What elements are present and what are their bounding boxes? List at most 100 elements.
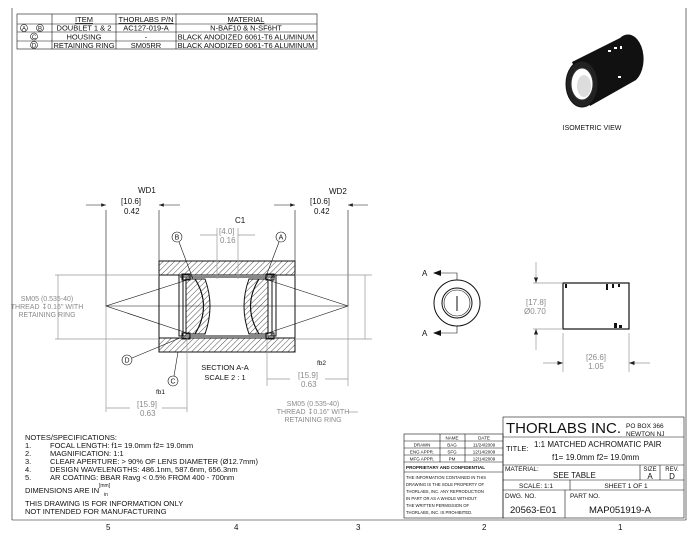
proprietary-text: THORLABS, INC. ANY REPRODUCTION: [406, 489, 484, 494]
bom-header-material: MATERIAL: [228, 15, 265, 24]
disclaimer-1: THIS DRAWING IS FOR INFORMATION ONLY: [25, 499, 183, 508]
balloon-b: [171, 231, 183, 243]
wd2-in: 0.42: [314, 207, 330, 216]
balloon-d: D: [32, 44, 37, 50]
fb2-label: fb2: [317, 360, 326, 367]
bom-header-item: ITEM: [75, 15, 93, 24]
dim-unit-in: in: [104, 492, 108, 498]
zone-1: 1: [618, 523, 623, 532]
bom-item: DOUBLET 1 & 2: [57, 24, 112, 33]
approvals-header-date: DATE: [478, 436, 490, 441]
note-number: 2.: [25, 449, 31, 458]
note-text: FOCAL LENGTH: f1= 19.0mm f2= 19.0mm: [50, 441, 193, 450]
approval-date: 11/24/2009: [473, 443, 496, 448]
material-value: SEE TABLE: [553, 471, 596, 480]
bom-item: HOUSING: [66, 33, 101, 42]
notes-heading: NOTES/SPECIFICATIONS:: [25, 433, 117, 442]
bom-material: BLACK ANODIZED 6061-T6 ALUMINUM: [178, 41, 315, 50]
size-value: A: [647, 472, 653, 481]
thread-note-right-1: SM05 (0.535-40): [287, 401, 340, 408]
approval-name: PM: [449, 457, 456, 462]
approval-date: 12/14/2009: [473, 450, 496, 455]
title-block: THORLABS INC. PO BOX 366 NEWTON NJ TITLE…: [403, 416, 685, 519]
wd2-mm: [10.6]: [310, 197, 330, 206]
section-view-a-a: WD1 [10.6] 0.42 WD2 [10.6] 0.42 C1 [4.0]…: [11, 186, 372, 424]
wd2-label: WD2: [329, 187, 347, 196]
wd1-in: 0.42: [124, 207, 140, 216]
address-line-1: PO BOX 366: [626, 423, 664, 430]
bom-material: N-BAF10 & N-SF6HT: [210, 24, 282, 33]
balloon-a-text: A: [279, 235, 284, 242]
zone-4: 4: [234, 523, 239, 532]
notes-specifications: NOTES/SPECIFICATIONS: 1. FOCAL LENGTH: f1…: [25, 433, 259, 516]
note-text: AR COATING: BBAR Ravg < 0.5% FROM 400 - …: [50, 473, 234, 482]
thread-note-right-2: THREAD ↧0.16" WITH: [277, 408, 350, 416]
thread-note-left-1: SM05 (0.535-40): [21, 296, 74, 303]
zone-5: 5: [106, 523, 111, 532]
bom-pn: SM05RR: [131, 41, 162, 50]
thread-note-left-2: THREAD ↧0.16" WITH: [11, 303, 84, 311]
fb2-mm: [15.9]: [298, 371, 318, 380]
proprietary-text: THE WRITTEN PERMISSION OF: [406, 503, 469, 508]
thread-note-right-3: RETAINING RING: [284, 417, 341, 424]
balloon-d: [121, 354, 133, 366]
bom-row: D RETAINING RING SM05RR BLACK ANODIZED 6…: [30, 41, 315, 50]
part-no-value: MAP051919-A: [589, 505, 651, 516]
diameter-mm: [17.8]: [526, 298, 546, 307]
length-mm: [26.6]: [586, 353, 606, 362]
dwg-no-label: DWG. NO.: [505, 493, 536, 500]
bill-of-materials-table: ITEM THORLABS P/N MATERIAL A B DOUBLET 1…: [16, 13, 318, 50]
approval-role: MFG APPR.: [410, 457, 435, 462]
proprietary-text: THORLABS, INC. IS PROHIBITED.: [406, 510, 472, 515]
bom-material: BLACK ANODIZED 6061-T6 ALUMINUM: [178, 33, 315, 42]
bom-pn: -: [145, 33, 148, 42]
proprietary-text: IN PART OR AS A WHOLE WITHOUT: [406, 496, 477, 501]
balloon-a: [275, 231, 287, 243]
proprietary-text: THE INFORMATION CONTAINED IN THIS: [406, 475, 486, 480]
drawing-subtitle: f1= 19.0mm f2= 19.0mm: [552, 453, 639, 462]
c1-label: C1: [235, 216, 246, 225]
section-scale: SCALE 2 : 1: [204, 373, 245, 382]
drawing-title: 1:1 MATCHED ACHROMATIC PAIR: [534, 440, 662, 449]
balloon-c-text: C: [170, 379, 175, 386]
size-label: SIZE: [643, 467, 656, 473]
rev-label: REV.: [665, 467, 679, 473]
side-view: [17.8] Ø0.70 [26.6] 1.05: [524, 262, 650, 372]
dimensions-note: DIMENSIONS ARE IN: [25, 486, 99, 495]
c1-mm: [4.0]: [219, 227, 235, 236]
approvals-header-name: NAME: [445, 436, 458, 441]
note-text: DESIGN WAVELENGTHS: 486.1nm, 587.6nm, 65…: [50, 465, 238, 474]
approval-name: BAG: [447, 443, 457, 448]
section-title: SECTION A-A: [201, 363, 249, 372]
diameter-in: Ø0.70: [524, 307, 546, 316]
section-marker-top: A: [422, 269, 428, 278]
approval-date: 12/14/2009: [473, 457, 496, 462]
dim-unit-mm: [mm]: [99, 483, 111, 489]
balloon-b: B: [38, 27, 42, 33]
bom-pn: AC127-019-A: [123, 24, 168, 33]
company-name: THORLABS INC.: [506, 420, 621, 437]
balloon-c: C: [32, 35, 37, 41]
zone-3: 3: [356, 523, 361, 532]
scale-value: SCALE: 1:1: [519, 483, 553, 490]
sheet-value: SHEET 1 OF 1: [604, 483, 648, 490]
approval-name: SFG: [447, 450, 457, 455]
balloon-d-text: D: [124, 358, 129, 365]
rev-value: D: [669, 472, 675, 481]
note-number: 1.: [25, 441, 31, 450]
fb2-in: 0.63: [301, 380, 317, 389]
fb1-mm: [15.9]: [137, 400, 157, 409]
length-in: 1.05: [588, 362, 604, 371]
note-text: MAGNIFICATION: 1:1: [50, 449, 124, 458]
approval-role: ENG APPR.: [410, 450, 434, 455]
approval-role: DRAWN: [414, 443, 431, 448]
title-label: TITLE:: [506, 444, 529, 453]
part-no-label: PART NO.: [570, 493, 600, 500]
note-number: 5.: [25, 473, 31, 482]
proprietary-text: DRAWING IS THE SOLE PROPERTY OF: [406, 482, 484, 487]
wd1-mm: [10.6]: [121, 197, 141, 206]
bom-header-pn: THORLABS P/N: [118, 15, 173, 24]
end-view: A A: [422, 269, 481, 338]
zone-2: 2: [482, 523, 487, 532]
